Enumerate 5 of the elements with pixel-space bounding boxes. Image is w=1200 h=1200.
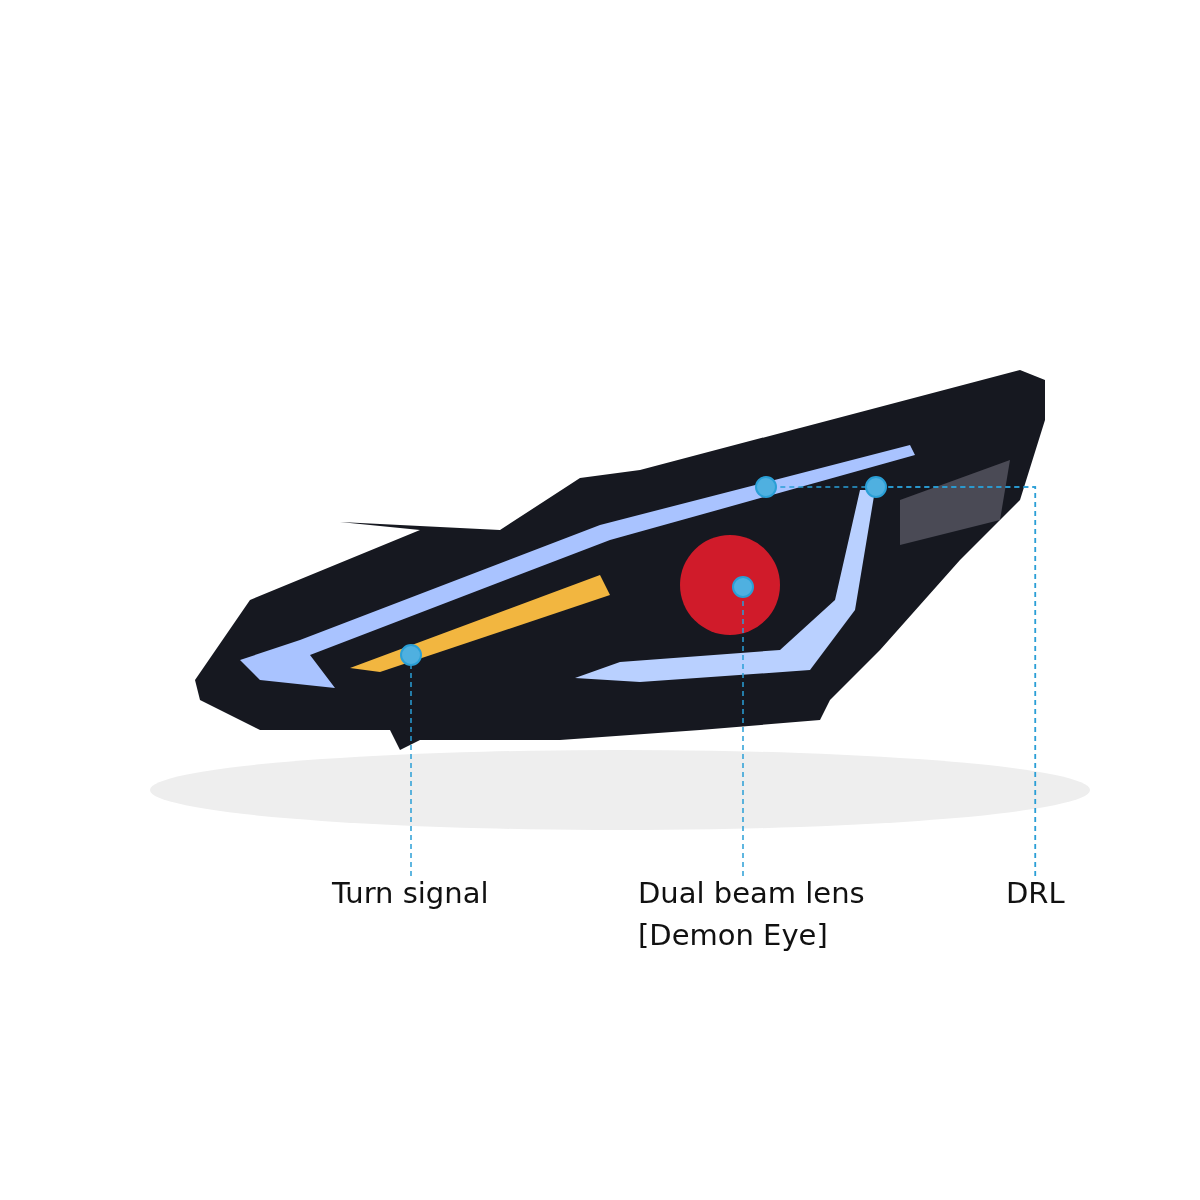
leader-line	[410, 665, 412, 877]
callout-label: DRL	[1006, 872, 1065, 914]
leader-line	[886, 486, 1037, 877]
callout-label: Dual beam lens [Demon Eye]	[638, 872, 868, 956]
callout-label: Turn signal	[332, 872, 489, 914]
